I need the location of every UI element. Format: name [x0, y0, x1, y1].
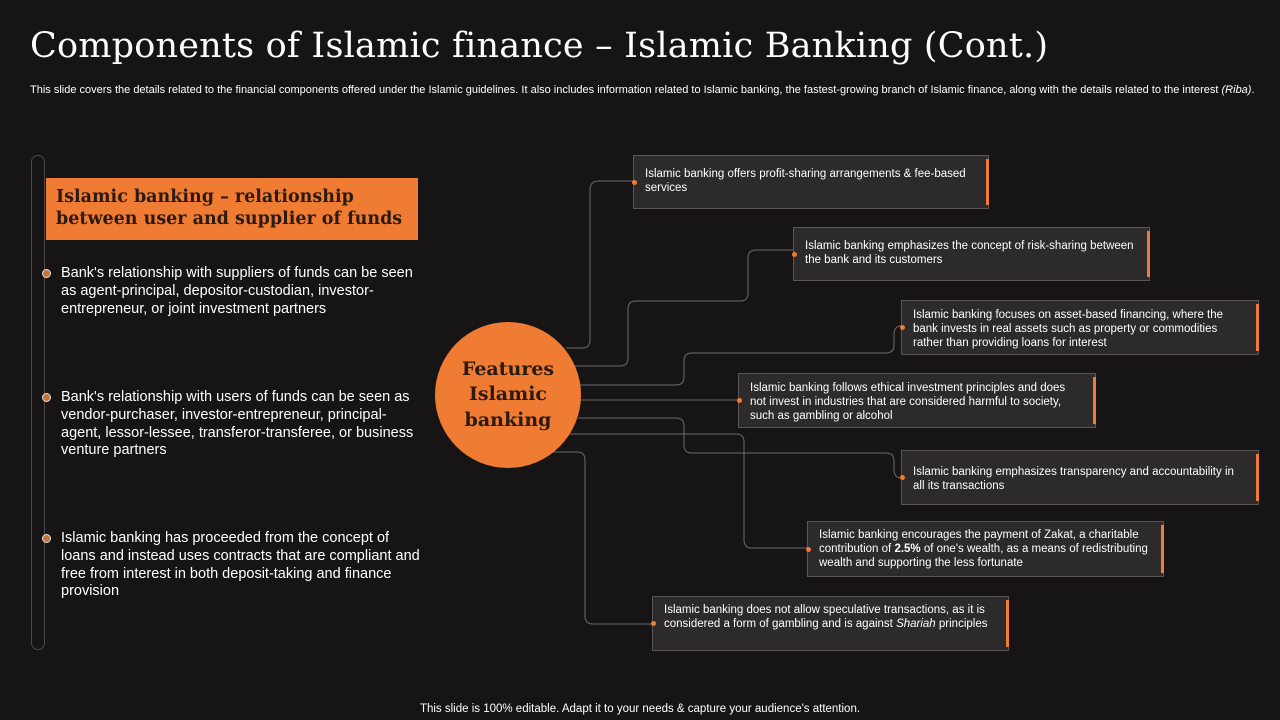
bullet-dot-icon — [42, 269, 51, 278]
feature-text: Islamic banking emphasizes the concept o… — [805, 240, 1134, 266]
shariah-term: Shariah — [896, 618, 936, 630]
feature-text-pre: Islamic banking does not allow speculati… — [664, 604, 985, 630]
feature-box-4: Islamic banking follows ethical investme… — [737, 373, 1096, 428]
connector-dot-icon — [900, 325, 905, 330]
left-point-1: Bank's relationship with suppliers of fu… — [42, 265, 421, 318]
feature-box-6: Islamic banking encourages the payment o… — [806, 521, 1164, 577]
left-panel-header: Islamic banking – relationship between u… — [46, 178, 418, 240]
feature-text: Islamic banking focuses on asset-based f… — [913, 309, 1224, 349]
features-hub-circle: Features Islamic banking — [435, 322, 581, 468]
left-point-text: Bank's relationship with suppliers of fu… — [61, 265, 413, 317]
left-point-2: Bank's relationship with users of funds … — [42, 389, 421, 460]
left-point-text: Bank's relationship with users of funds … — [61, 389, 414, 459]
connector-dot-icon — [737, 398, 742, 403]
connector-1 — [566, 180, 633, 349]
feature-box-3: Islamic banking focuses on asset-based f… — [900, 300, 1259, 355]
hub-line2: Islamic — [468, 383, 547, 406]
subtitle-text: This slide covers the details related to… — [30, 84, 1222, 96]
zakat-percentage: 2.5% — [894, 543, 921, 555]
left-point-3: Islamic banking has proceeded from the c… — [42, 530, 421, 601]
feature-text-post: principles — [935, 618, 988, 630]
feature-box-5: Islamic banking emphasizes transparency … — [900, 450, 1259, 505]
feature-text-post: of one's wealth, as a means of redistrib… — [819, 543, 1148, 569]
slide-footer: This slide is 100% editable. Adapt it to… — [419, 703, 861, 715]
slide-subtitle: This slide covers the details related to… — [30, 84, 1255, 97]
left-panel-rail — [31, 155, 45, 650]
feature-box-2: Islamic banking emphasizes the concept o… — [792, 227, 1150, 281]
left-header-line1: Islamic banking – relationship — [56, 187, 354, 207]
subtitle-emphasis: (Riba) — [1221, 84, 1252, 96]
connector-7 — [550, 451, 652, 625]
connector-dot-icon — [651, 621, 656, 626]
left-header-line2: between user and supplier of funds — [56, 209, 403, 229]
connector-3 — [578, 325, 903, 386]
connector-dot-icon — [806, 546, 811, 552]
feature-text: Islamic banking follows ethical investme… — [750, 382, 1066, 422]
feature-box-7: Islamic banking does not allow speculati… — [651, 596, 1009, 651]
feature-box-1: Islamic banking offers profit-sharing ar… — [632, 155, 989, 209]
connector-dot-icon — [632, 179, 637, 185]
hub-line1: Features — [461, 357, 555, 380]
bullet-dot-icon — [42, 534, 51, 543]
connector-5 — [578, 417, 903, 479]
slide-title: Components of Islamic finance – Islamic … — [30, 26, 1049, 66]
connector-dot-icon — [900, 475, 905, 480]
left-point-text: Islamic banking has proceeded from the c… — [61, 530, 420, 600]
feature-text: Islamic banking offers profit-sharing ar… — [645, 168, 966, 194]
feature-text: Islamic banking emphasizes transparency … — [913, 466, 1234, 492]
connector-dot-icon — [792, 251, 797, 257]
hub-line3: banking — [464, 408, 552, 431]
connector-6 — [566, 433, 807, 549]
feature-text-pre: Islamic banking encourages the payment o… — [819, 529, 1139, 555]
connector-2 — [566, 249, 793, 367]
subtitle-end: . — [1251, 84, 1255, 96]
bullet-dot-icon — [42, 393, 51, 402]
